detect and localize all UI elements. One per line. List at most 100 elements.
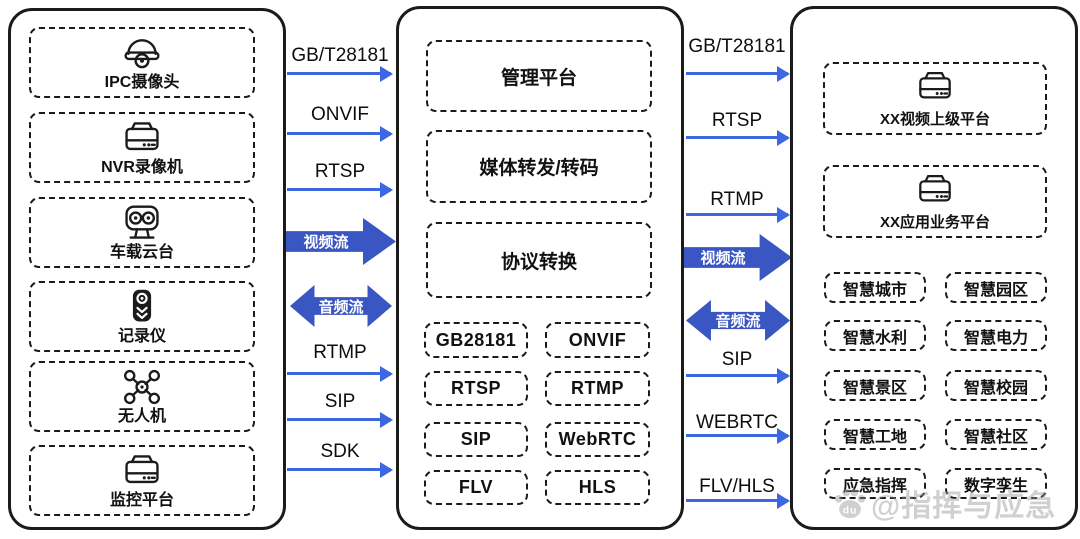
app-box-smart-site: 智慧工地 xyxy=(824,419,926,450)
platform-box-app-business: XX应用业务平台 xyxy=(823,165,1047,238)
app-box-smart-campus: 智慧校园 xyxy=(945,370,1047,401)
protocol-box-gb28181: GB28181 xyxy=(424,322,528,358)
app-label: 智慧社区 xyxy=(963,428,1028,446)
arrow-sdk-left xyxy=(287,461,393,478)
protocol-label: RTSP xyxy=(450,378,501,398)
app-label: 智慧园区 xyxy=(963,281,1028,299)
arrow-onvif-left xyxy=(287,125,393,142)
protocol-box-flv: FLV xyxy=(424,470,528,505)
module-label: 媒体转发/转码 xyxy=(479,158,599,179)
server-icon xyxy=(914,171,956,209)
app-box-smart-park: 智慧园区 xyxy=(945,272,1047,303)
app-label: 智慧工地 xyxy=(842,428,907,446)
link-label-flvhls-right: FLV/HLS xyxy=(699,476,775,497)
audio-stream-arrow-left: 音频流 xyxy=(290,285,392,327)
app-label: 应急指挥 xyxy=(842,477,907,495)
protocol-box-webrtc: WebRTC xyxy=(545,422,650,457)
link-label-rtmp-right: RTMP xyxy=(710,189,764,210)
arrow-gbt28181-left xyxy=(287,65,393,82)
app-label: 智慧水利 xyxy=(842,329,907,347)
ptz-dual-camera-icon xyxy=(120,203,164,243)
link-label-sip-right: SIP xyxy=(721,349,753,370)
app-box-smart-community: 智慧社区 xyxy=(945,419,1047,450)
device-label: 车载云台 xyxy=(109,244,174,262)
arrow-rtsp-left xyxy=(287,181,393,198)
protocol-label: WebRTC xyxy=(558,429,637,449)
arrow-rtsp-right xyxy=(686,129,790,146)
arrow-rtmp-left xyxy=(287,365,393,382)
protocol-label: FLV xyxy=(458,477,494,497)
module-box-management: 管理平台 xyxy=(426,40,652,112)
module-box-protocol-convert: 协议转换 xyxy=(426,222,652,298)
module-label: 协议转换 xyxy=(500,251,577,273)
device-label: NVR录像机 xyxy=(101,159,183,177)
device-box-vehicle-ptz: 车载云台 xyxy=(29,197,255,268)
protocol-label: ONVIF xyxy=(568,329,627,350)
device-label: 无人机 xyxy=(117,408,166,426)
nvr-recorder-icon xyxy=(120,118,164,158)
audio-stream-label: 音频流 xyxy=(715,313,761,330)
link-label-sip-left: SIP xyxy=(324,391,356,412)
audio-stream-arrow-right: 音频流 xyxy=(686,300,790,341)
device-box-monitor-platform: 监控平台 xyxy=(29,445,255,516)
video-stream-arrow-left: 视频流 xyxy=(286,218,396,265)
body-camera-icon xyxy=(120,287,164,327)
arrow-sip-left xyxy=(287,411,393,428)
app-label: 智慧校园 xyxy=(963,379,1028,397)
link-label-rtmp-left: RTMP xyxy=(313,342,367,363)
app-box-smart-city: 智慧城市 xyxy=(824,272,926,303)
protocol-label: SIP xyxy=(460,429,492,449)
app-box-smart-scenic: 智慧景区 xyxy=(824,370,926,401)
link-label-rtsp-left: RTSP xyxy=(314,161,366,182)
protocol-box-hls: HLS xyxy=(545,470,650,505)
device-box-ipc-camera: IPC摄像头 xyxy=(29,27,255,98)
app-label: 智慧城市 xyxy=(842,281,907,299)
app-label: 智慧景区 xyxy=(842,379,907,397)
device-box-drone: 无人机 xyxy=(29,361,255,432)
device-label: 记录仪 xyxy=(117,328,166,346)
platform-box-video-superior: XX视频上级平台 xyxy=(823,62,1047,135)
app-box-digital-twin: 数字孪生 xyxy=(945,468,1047,499)
platform-label: XX应用业务平台 xyxy=(879,214,990,231)
arrow-gbt28181-right xyxy=(686,65,790,82)
device-label: 监控平台 xyxy=(109,492,174,510)
video-stream-label: 视频流 xyxy=(303,234,349,251)
arrow-webrtc-right xyxy=(686,427,790,444)
module-label: 管理平台 xyxy=(500,67,577,89)
device-panel: IPC摄像头 NVR录像机 xyxy=(8,8,286,530)
device-box-nvr: NVR录像机 xyxy=(29,112,255,183)
app-label: 数字孪生 xyxy=(963,477,1028,495)
protocol-box-rtsp: RTSP xyxy=(424,371,528,406)
video-stream-label: 视频流 xyxy=(700,250,746,267)
drone-icon xyxy=(120,367,164,407)
arrow-rtmp-right xyxy=(686,206,790,223)
device-box-body-camera: 记录仪 xyxy=(29,281,255,352)
video-stream-arrow-right: 视频流 xyxy=(684,234,792,281)
link-label-onvif-left: ONVIF xyxy=(310,104,370,125)
app-label: 智慧电力 xyxy=(963,329,1028,347)
app-box-smart-water: 智慧水利 xyxy=(824,320,926,351)
protocol-label: GB28181 xyxy=(435,329,517,350)
app-box-emergency-command: 应急指挥 xyxy=(824,468,926,499)
protocol-box-onvif: ONVIF xyxy=(545,322,650,358)
protocol-label: HLS xyxy=(578,477,617,497)
link-label-gbt28181-left: GB/T28181 xyxy=(291,45,389,66)
module-box-media-forward: 媒体转发/转码 xyxy=(426,130,652,203)
platform-label: XX视频上级平台 xyxy=(879,111,990,128)
link-label-gbt28181-right: GB/T28181 xyxy=(688,36,786,57)
app-box-smart-power: 智慧电力 xyxy=(945,320,1047,351)
monitor-platform-icon xyxy=(120,451,164,491)
audio-stream-label: 音频流 xyxy=(318,298,364,316)
arrow-sip-right xyxy=(686,367,790,384)
dome-camera-icon xyxy=(120,33,164,73)
device-label: IPC摄像头 xyxy=(104,74,180,92)
server-icon xyxy=(914,68,956,106)
arrow-flvhls-right xyxy=(686,492,790,509)
link-label-webrtc-right: WEBRTC xyxy=(696,412,778,433)
protocol-label: RTMP xyxy=(571,378,624,398)
media-platform-panel: 管理平台 媒体转发/转码 协议转换 GB28181 ONVIF RTSP RTM… xyxy=(396,6,684,530)
protocol-box-rtmp: RTMP xyxy=(545,371,650,406)
link-label-rtsp-right: RTSP xyxy=(711,110,763,131)
link-label-sdk-left: SDK xyxy=(320,441,360,462)
